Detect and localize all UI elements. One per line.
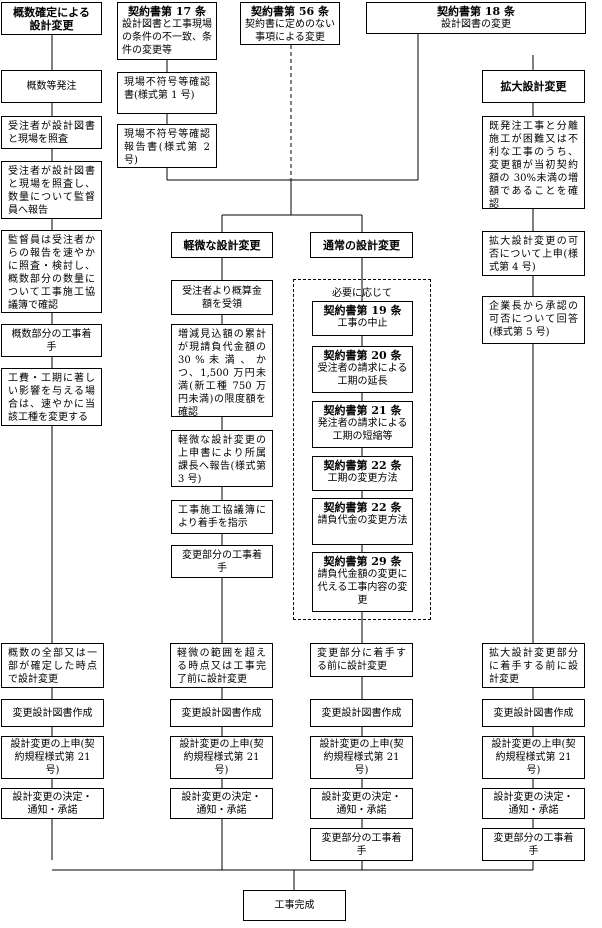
approx-order: 概数等発注	[1, 70, 102, 103]
col3-change-timing: 変更部分に着手する前に設計変更	[310, 643, 413, 677]
minor-change-heading: 軽微な設計変更	[171, 232, 273, 258]
col3-decide: 設計変更の決定・通知・承諾	[310, 788, 413, 819]
article-56-title: 契約書第 56 条	[251, 5, 329, 18]
col3-create-docs: 変更設計図書作成	[310, 699, 413, 727]
change-work-type: 工費・工期に著しい影響を与える場合は、速やかに当該工種を変更する	[1, 368, 102, 426]
article-20-box: 契約書第 20 条受注者の請求による工期の延長	[312, 346, 413, 393]
article-18-desc: 設計図書の変更	[441, 19, 511, 30]
expand-approval: 企業長から承認の可否について回答(様式第 5 号)	[482, 296, 585, 344]
site-mismatch-report: 現場不符号等確認報告書(様式第 2 号)	[117, 124, 217, 168]
col4-decide: 設計変更の決定・通知・承諾	[482, 788, 585, 819]
col4-submit: 設計変更の上申(契約規程様式第 21 号)	[482, 736, 585, 779]
article-56-box: 契約書第 56 条 契約書に定めのない事項による変更	[240, 2, 340, 45]
col4-work-start: 変更部分の工事着手	[482, 828, 585, 861]
col2-submit: 設計変更の上申(契約規程様式第 21 号)	[170, 736, 273, 779]
article-18-title: 契約書第 18 条	[437, 5, 515, 18]
article-22-price-box: 契約書第 22 条請負代金の変更方法	[312, 498, 413, 545]
col3-submit: 設計変更の上申(契約規程様式第 21 号)	[310, 736, 413, 779]
as-needed-group	[293, 279, 431, 620]
col3-work-start: 変更部分の工事着手	[310, 828, 413, 861]
col1-change-timing: 概数の全部又は一部が確定した時点で設計変更	[1, 643, 104, 688]
article-17-desc: 設計図書と工事現場の条件の不一致、条件の変更等	[122, 19, 212, 56]
expand-change-heading: 拡大設計変更	[482, 70, 585, 103]
construction-complete: 工事完成	[243, 890, 346, 921]
article-22-period-box: 契約書第 22 条工期の変更方法	[312, 456, 413, 491]
minor-instruct: 工事施工協議簿により着手を指示	[171, 500, 273, 534]
col1-submit: 設計変更の上申(契約規程様式第 21 号)	[1, 736, 104, 779]
supervisor-confirm: 監督員は受注者からの報告を速やかに照査・検討し、概数部分の数量について工事施工協…	[1, 230, 102, 313]
minor-estimate: 受注者より概算金額を受領	[171, 280, 273, 315]
col1-decide: 設計変更の決定・通知・承諾	[1, 788, 104, 819]
expand-confirm: 既発注工事と分離施工が困難又は不利な工事のうち、変更額が当初契約額の 30%未満…	[482, 116, 585, 210]
col2-decide: 設計変更の決定・通知・承諾	[170, 788, 273, 819]
col4-create-docs: 変更設計図書作成	[482, 699, 585, 727]
col2-create-docs: 変更設計図書作成	[170, 699, 273, 727]
normal-change-heading: 通常の設計変更	[310, 232, 413, 258]
article-29-box: 契約書第 29 条請負代金額の変更に代える工事内容の変更	[312, 552, 413, 612]
expand-apply: 拡大設計変更の可否について上申(様式第 4 号)	[482, 231, 585, 276]
site-mismatch-confirm: 現場不符号等確認書(様式第 1 号)	[117, 72, 217, 114]
article-21-box: 契約書第 21 条発注者の請求による工期の短縮等	[312, 401, 413, 448]
minor-limit-check: 増減見込額の累計が現請負代金額の 30 % 未 満 、 か つ、1,500 万円…	[171, 324, 273, 418]
minor-work-start: 変更部分の工事着手	[171, 545, 273, 578]
approx-work-start: 概数部分の工事着手	[1, 324, 102, 357]
col4-change-timing: 拡大設計変更部分に着手する前に設計変更	[482, 643, 585, 688]
col1-create-docs: 変更設計図書作成	[1, 699, 104, 727]
contractor-report: 受注者が設計図書と現場を照査し、数量について監督員へ報告	[1, 161, 102, 219]
col2-change-timing: 軽微の範囲を超える時点又は工事完了前に設計変更	[170, 643, 273, 688]
article-17-box: 契約書第 17 条 設計図書と工事現場の条件の不一致、条件の変更等	[117, 2, 217, 60]
article-18-box: 契約書第 18 条 設計図書の変更	[366, 2, 586, 34]
as-needed-label: 必要に応じて	[332, 288, 392, 299]
article-17-title: 契約書第 17 条	[128, 5, 206, 18]
approx-change-heading: 概数確定による設計変更	[1, 2, 102, 35]
contractor-check: 受注者が設計図書と現場を照査	[1, 116, 102, 149]
article-19-box: 契約書第 19 条工事の中止	[312, 301, 413, 336]
article-56-desc: 契約書に定めのない事項による変更	[245, 19, 335, 43]
minor-report: 軽微な設計変更の上申書により所属課長へ報告(様式第 3 号)	[171, 430, 273, 487]
